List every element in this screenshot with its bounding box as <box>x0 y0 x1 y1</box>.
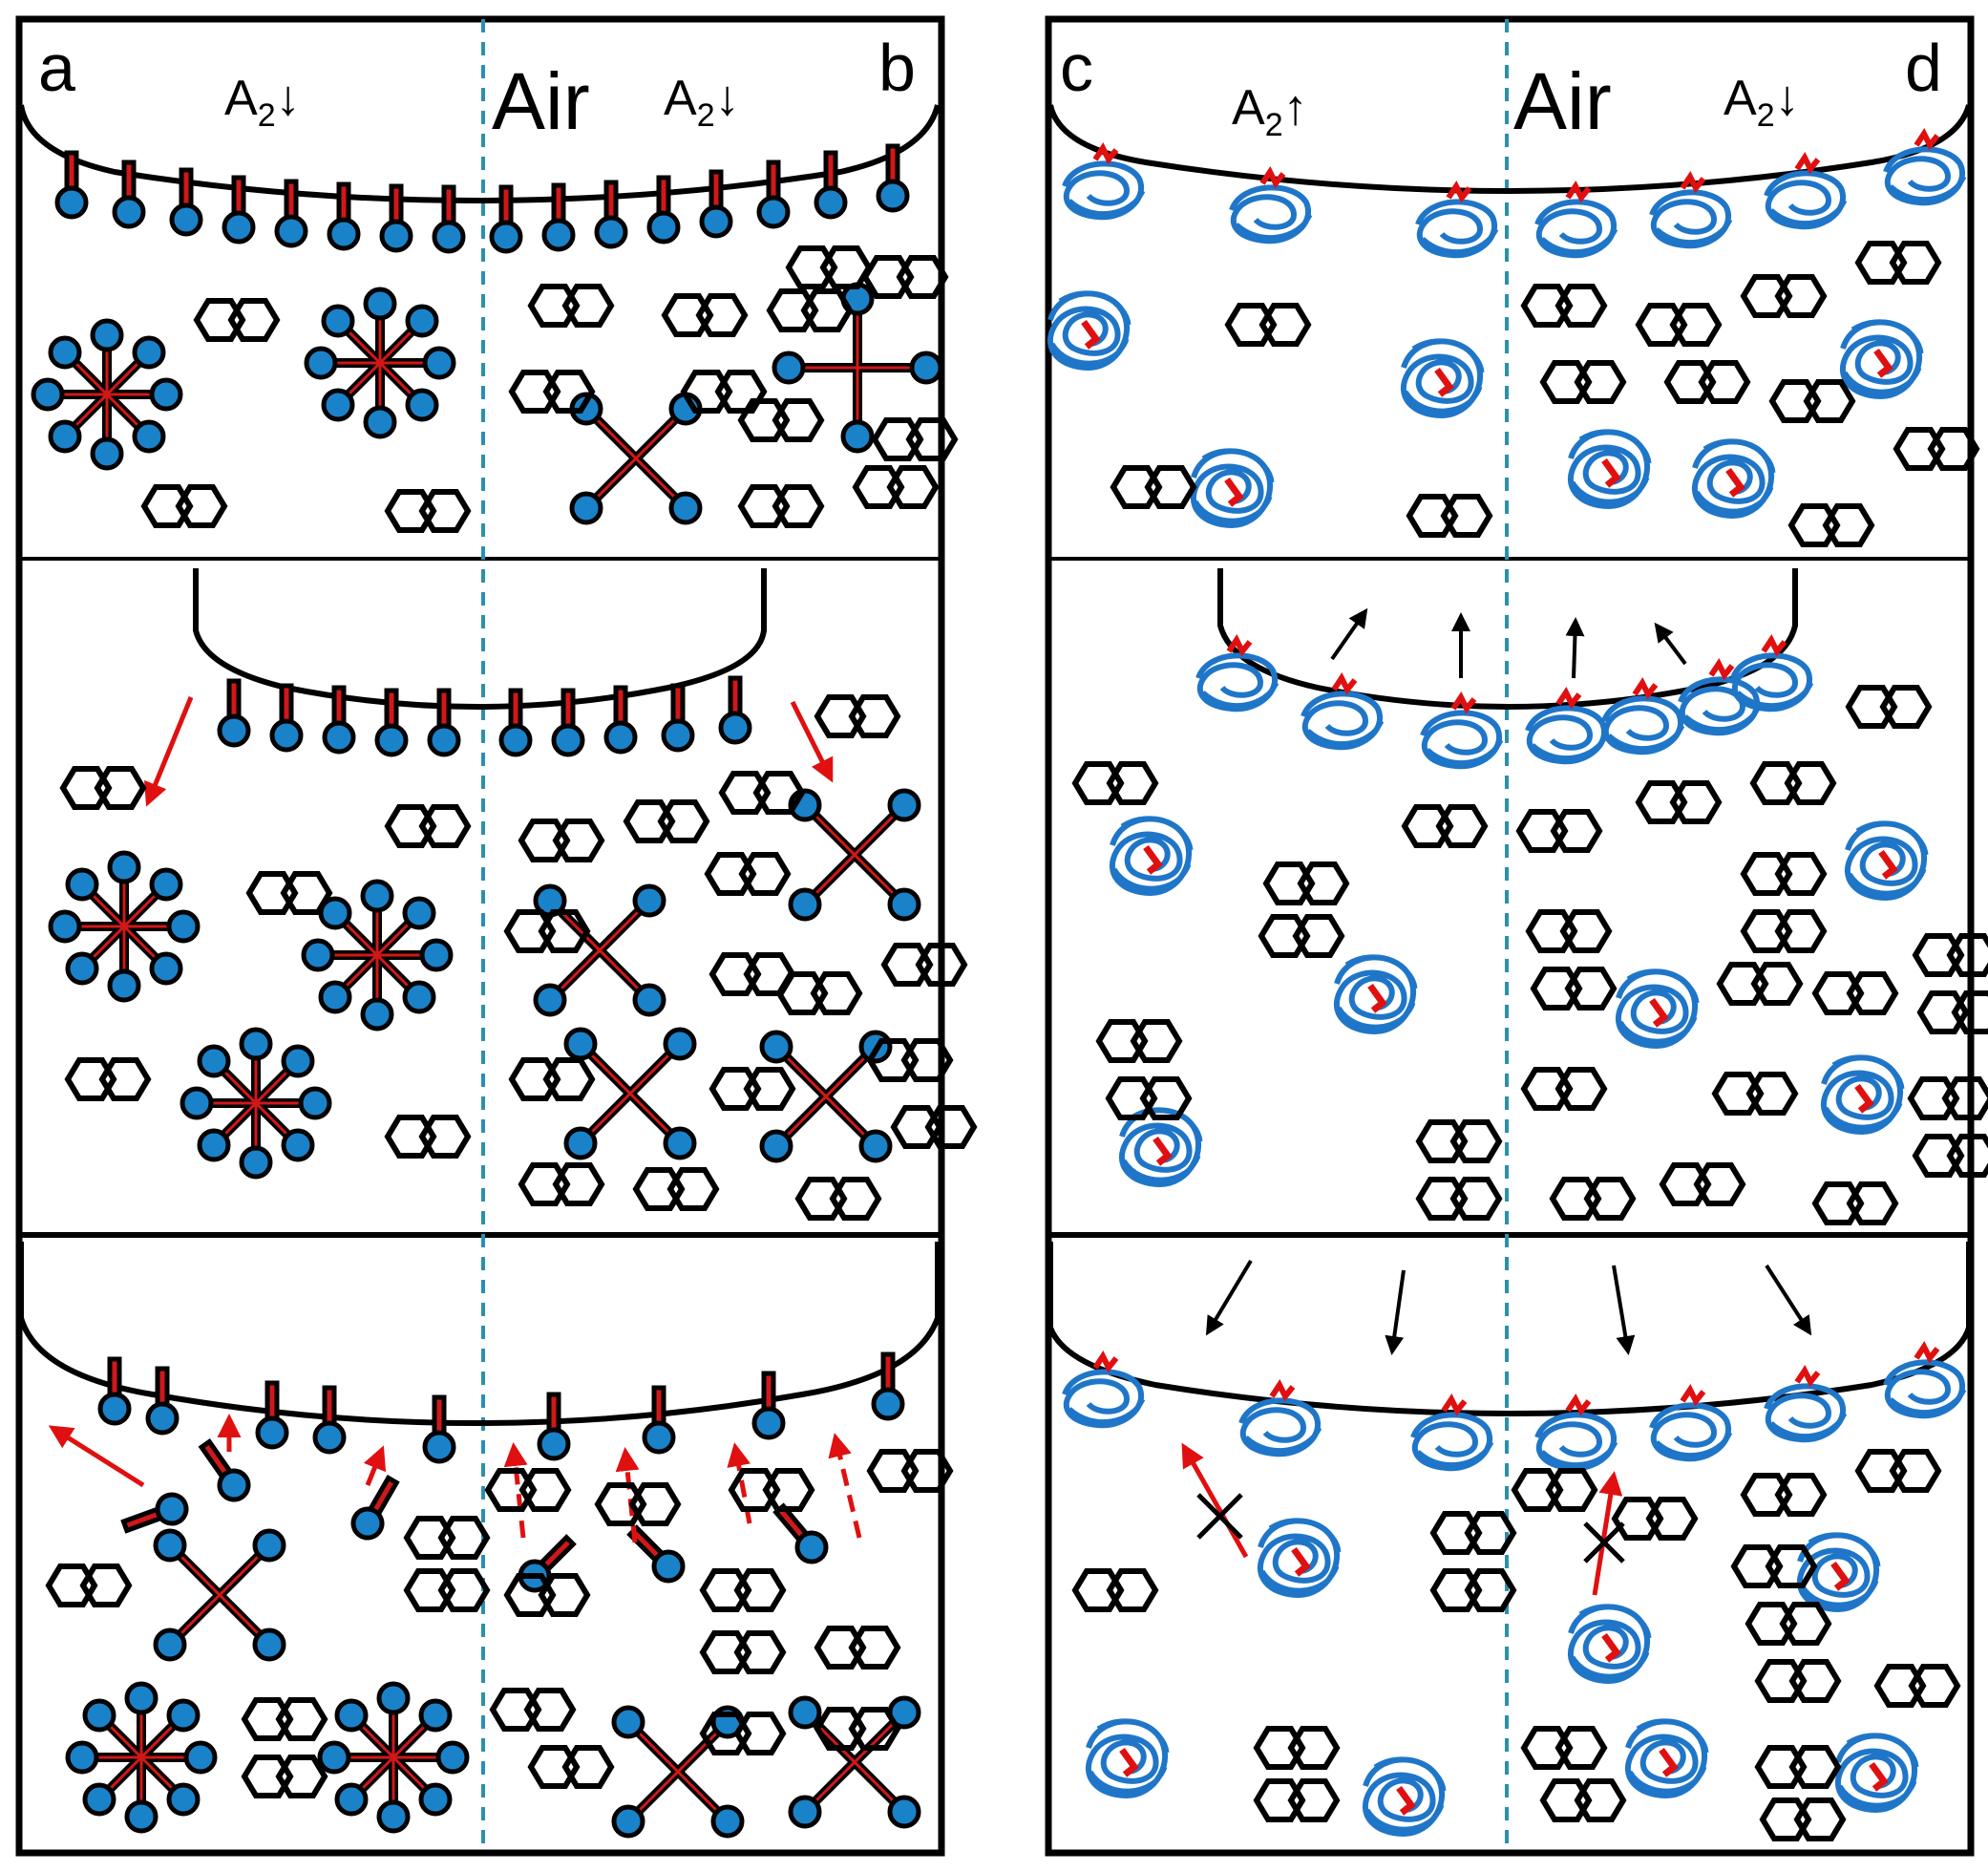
panel-label-d: d <box>1905 31 1942 105</box>
a2-label-a: A2↓ <box>224 71 301 134</box>
a2-label-b: A2↓ <box>664 71 740 134</box>
blocked-arrows-row3 <box>1181 1442 1625 1596</box>
arrows-row2 <box>144 696 834 807</box>
proteins-row2 <box>1112 819 1926 1184</box>
solvent-row1 <box>144 248 955 530</box>
svg-text:A2↓: A2↓ <box>1724 71 1800 134</box>
a2-label-d: A2↓ <box>1724 71 1800 134</box>
arrows-down-row3 <box>1205 1259 1812 1355</box>
surface-proteins-row3 <box>1065 1347 1964 1468</box>
panel-label-c: c <box>1060 31 1093 105</box>
right-panel <box>1045 15 1988 1857</box>
panel-label-a: a <box>38 31 75 105</box>
proteins-row1 <box>1050 293 1921 525</box>
svg-text:A2↓: A2↓ <box>664 71 740 134</box>
solvent-row2 <box>1075 688 1988 1223</box>
air-label-right: Air <box>1513 56 1612 146</box>
svg-text:A2↑: A2↑ <box>1232 80 1308 143</box>
panel-label-b: b <box>878 31 916 105</box>
surface-proteins-row2 <box>1198 640 1811 766</box>
arrows-up-row2 <box>1330 607 1687 679</box>
surface-proteins-row1 <box>1065 134 1964 255</box>
svg-text:A2↓: A2↓ <box>224 71 301 134</box>
solvent-row3 <box>1075 1452 1957 1839</box>
loose-surfactants-row3 <box>120 1436 832 1659</box>
air-label-left: Air <box>492 56 590 146</box>
left-panel <box>15 15 974 1857</box>
a2-label-c: A2↑ <box>1232 80 1308 143</box>
